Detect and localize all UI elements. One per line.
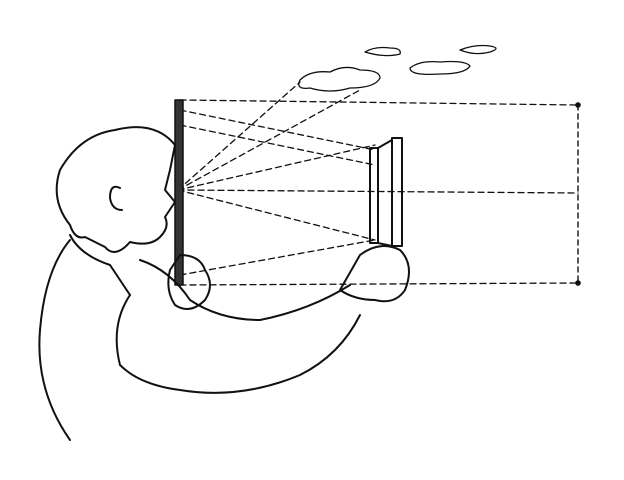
corner-dot xyxy=(575,280,581,286)
person xyxy=(38,126,410,441)
cloud xyxy=(298,66,381,92)
near-arm xyxy=(115,294,361,394)
ear xyxy=(109,185,123,211)
head xyxy=(55,126,176,253)
hand-far xyxy=(339,245,410,303)
collar xyxy=(69,234,131,296)
cloud xyxy=(364,46,401,57)
cloud xyxy=(409,60,471,76)
far-frame xyxy=(369,137,403,247)
projection-lines xyxy=(177,81,579,286)
cloud xyxy=(459,44,497,55)
clouds xyxy=(298,44,497,92)
body xyxy=(38,239,71,441)
hand-near xyxy=(167,254,211,310)
corner-dot xyxy=(575,102,581,108)
